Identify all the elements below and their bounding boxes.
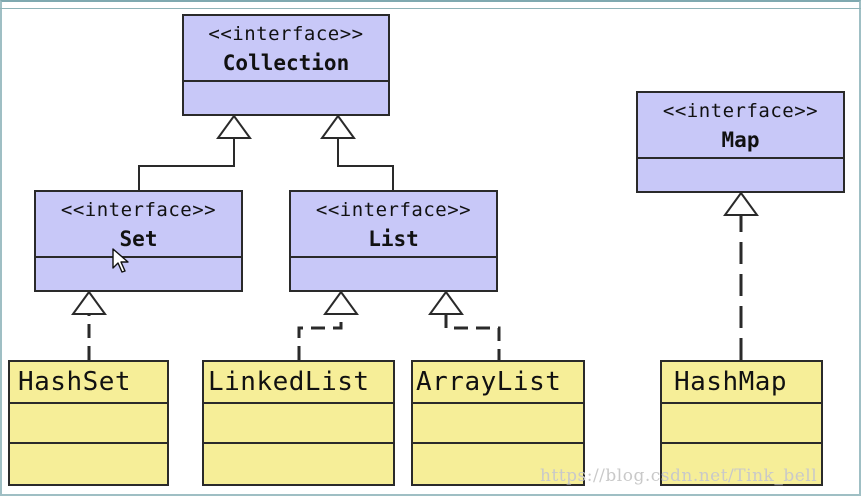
interface-map[interactable]: <<interface>> Map [636,91,845,193]
interface-set-header: <<interface>> Set [36,192,241,258]
class-linkedlist-attributes [204,404,393,444]
interface-set-body [36,258,241,290]
class-linkedlist-operations [204,444,393,484]
class-hashset-header: HashSet [10,362,167,404]
arrowhead-hashset-set [71,290,107,315]
interface-name: List [368,227,419,251]
top-divider [0,8,861,9]
interface-collection[interactable]: <<interface>> Collection [182,14,390,116]
class-hashset-operations [10,444,167,484]
interface-collection-body [184,82,388,114]
stereotype-label: <<interface>> [662,100,819,122]
class-hashmap-header: HashMap [662,362,821,404]
class-hashset[interactable]: HashSet [8,360,169,486]
interface-set[interactable]: <<interface>> Set [34,190,243,292]
interface-map-header: <<interface>> Map [638,93,843,159]
class-name: ArrayList [416,367,562,397]
watermark-text: https://blog.csdn.net/Tink_bell [540,466,818,486]
stereotype-label: <<interface>> [315,199,472,221]
class-linkedlist[interactable]: LinkedList [202,360,395,486]
interface-list[interactable]: <<interface>> List [289,190,498,292]
class-arraylist-header: ArrayList [413,362,583,404]
arrowhead-hashmap-map [723,191,759,216]
edge-set-collection [138,138,235,190]
class-arraylist-attributes [413,404,583,444]
interface-list-header: <<interface>> List [291,192,496,258]
stereotype-label: <<interface>> [208,23,364,45]
arrowhead-linkedlist-list [323,290,359,315]
interface-name: Collection [222,51,350,75]
class-name: HashSet [18,367,132,397]
interface-map-body [638,159,843,191]
class-hashset-attributes [10,404,167,444]
edge-arraylist-list [444,314,501,360]
interface-name: Set [119,227,158,251]
interface-name: Map [721,128,760,152]
class-arraylist[interactable]: ArrayList [411,360,585,486]
class-name: LinkedList [208,367,370,397]
arrowhead-set-collection [216,114,252,139]
edge-list-collection [337,138,394,190]
edge-linkedlist-list [297,314,343,360]
arrowhead-arraylist-list [428,290,464,315]
interface-list-body [291,258,496,290]
interface-collection-header: <<interface>> Collection [184,16,388,82]
class-hashmap-attributes [662,404,821,444]
mouse-pointer-icon [112,248,129,273]
arrowhead-list-collection [320,114,356,139]
class-name: HashMap [674,367,788,397]
class-linkedlist-header: LinkedList [204,362,393,404]
stereotype-label: <<interface>> [60,199,217,221]
class-hashmap[interactable]: HashMap [660,360,823,486]
